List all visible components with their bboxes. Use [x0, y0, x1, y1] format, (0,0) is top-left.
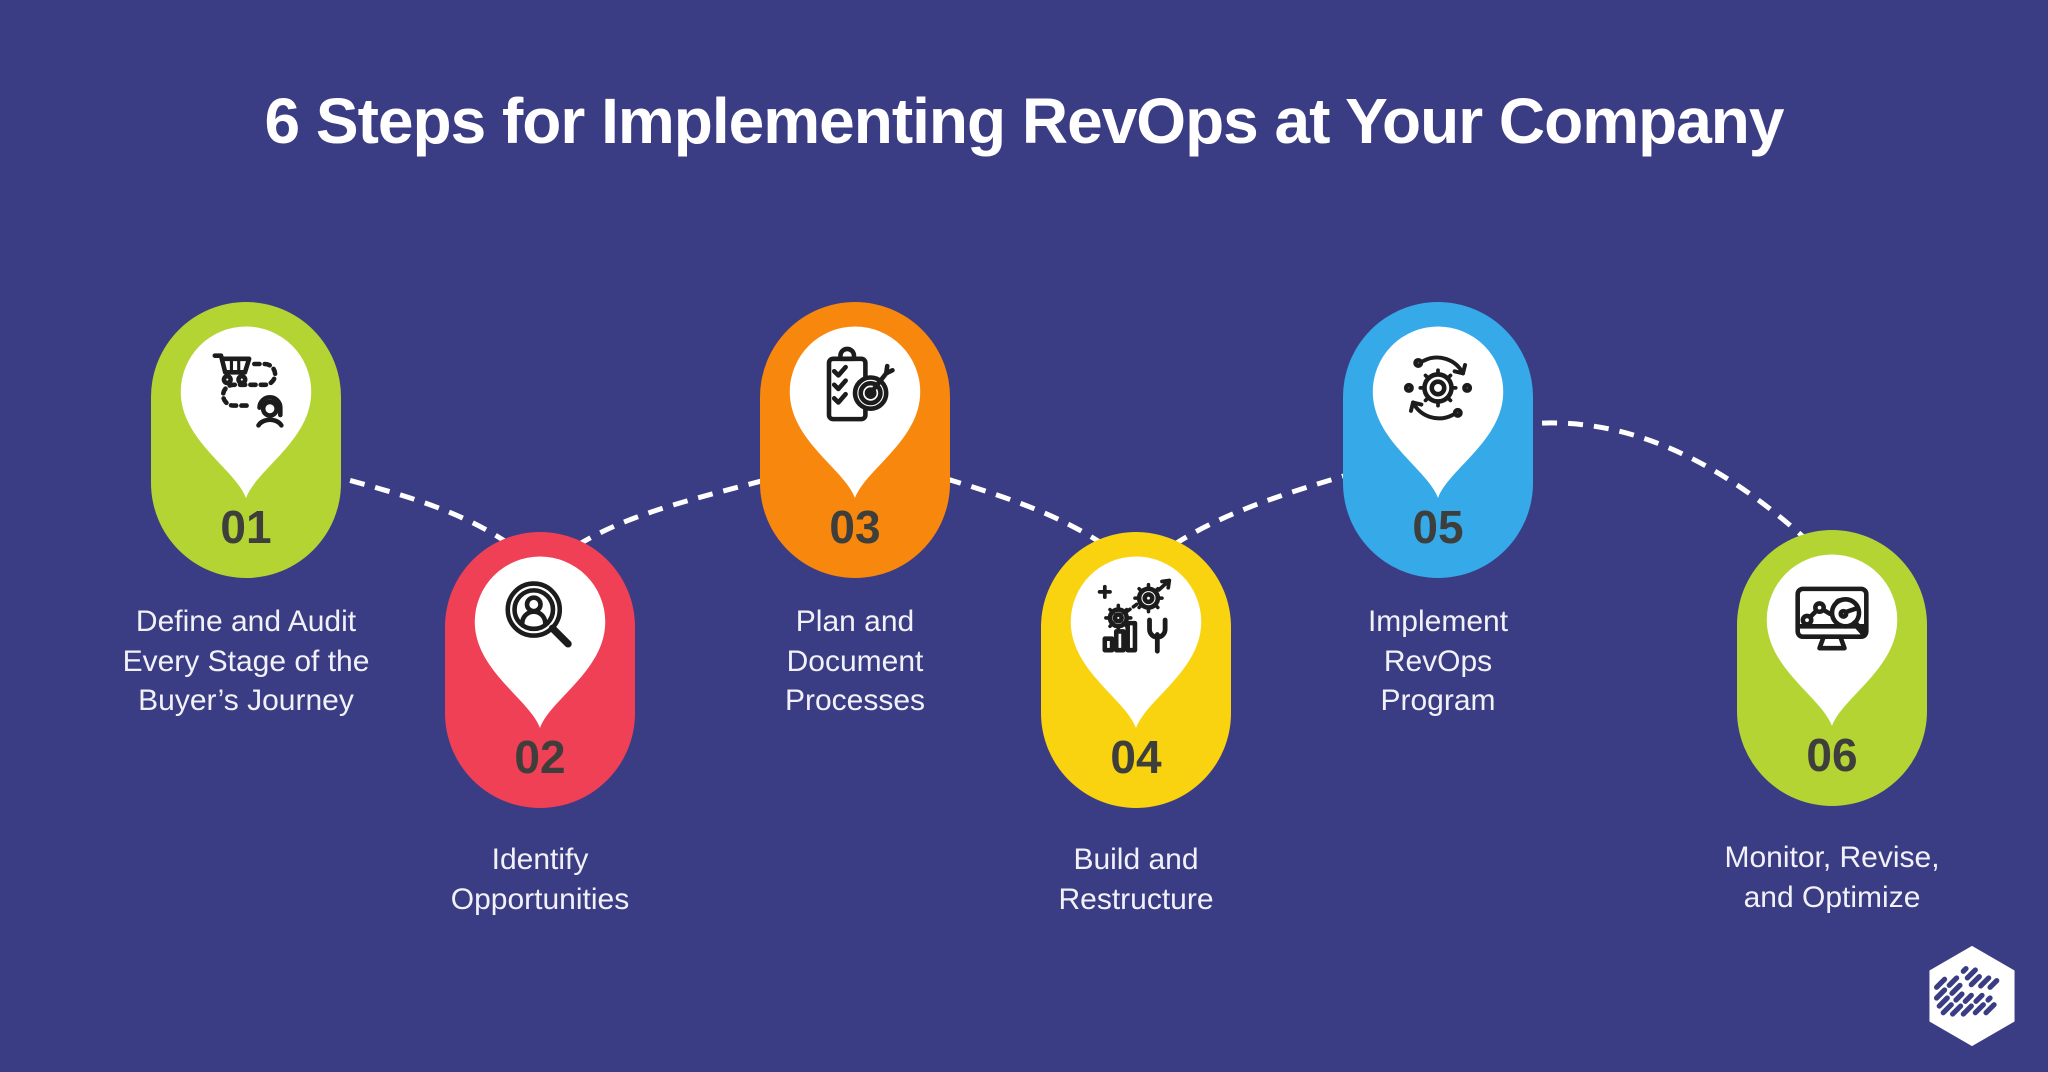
- step-04-pill: 04: [1041, 532, 1231, 808]
- page-title: 6 Steps for Implementing RevOps at Your …: [264, 85, 1785, 157]
- map-pin-shape: [180, 326, 312, 498]
- clipboard-target-icon: [803, 338, 907, 442]
- step-label: Plan and Document Processes: [784, 605, 926, 718]
- hexagon-globe-logo: [1929, 945, 2015, 1047]
- step-01-pill: 01: [151, 302, 341, 578]
- gear-cycle-icon: [1386, 338, 1490, 442]
- step-03-pill: 03: [760, 302, 950, 578]
- step-label: Build and Restructure: [1058, 843, 1214, 916]
- step-05-pill: 05: [1343, 302, 1533, 578]
- step-number: 02: [514, 731, 566, 783]
- step-number: 05: [1412, 501, 1464, 553]
- buyer-journey-icon: [194, 338, 298, 442]
- step-06-pill: 06: [1737, 530, 1927, 806]
- step-number: 06: [1806, 729, 1858, 781]
- gears-tools-icon: [1084, 568, 1188, 672]
- map-pin-shape: [1372, 326, 1504, 498]
- step-number: 04: [1110, 731, 1162, 783]
- step-number: 03: [829, 501, 881, 553]
- monitor-analytics-icon: [1780, 566, 1884, 670]
- step-label: Define and Audit Every Stage of the Buye…: [122, 605, 370, 718]
- step-label: Implement RevOps Program: [1367, 605, 1509, 718]
- step-label: Identify Opportunities: [450, 843, 630, 916]
- step-02-pill: 02: [445, 532, 635, 808]
- step-number: 01: [220, 501, 272, 553]
- search-person-icon: [488, 568, 592, 672]
- step-label: Monitor, Revise, and Optimize: [1724, 841, 1940, 914]
